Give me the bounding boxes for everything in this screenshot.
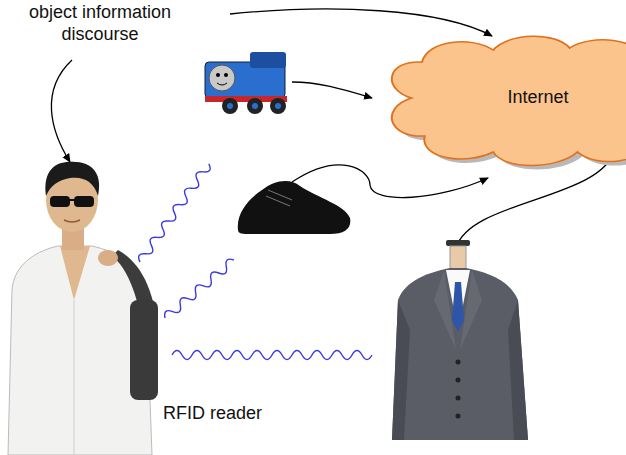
info-arrow-internet xyxy=(230,9,492,36)
toy-train xyxy=(205,52,287,114)
annotation-label: object information discourse xyxy=(5,2,195,45)
train-arrow xyxy=(292,82,372,98)
internet-cloud: Internet xyxy=(372,28,626,174)
suit xyxy=(392,240,528,440)
device-label: RFID reader xyxy=(163,403,363,425)
cloud-shape xyxy=(372,28,626,174)
person xyxy=(8,162,158,455)
shoe xyxy=(238,181,351,234)
rfid-waves xyxy=(136,161,372,359)
cloud-text: Internet xyxy=(372,87,626,108)
node-text: Internet xyxy=(372,87,626,108)
shoe-arrow xyxy=(292,165,488,198)
info-arrow-person xyxy=(51,60,72,162)
